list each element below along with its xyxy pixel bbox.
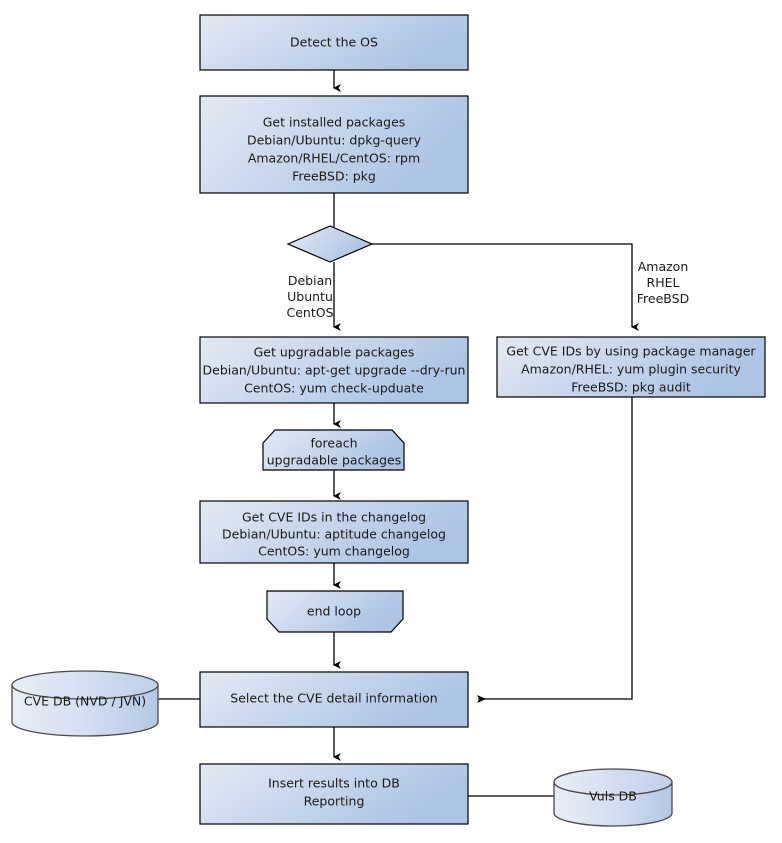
detect-os-label: Detect the OS bbox=[290, 35, 378, 50]
get-cve-ids-changelog-line-2: Debian/Ubuntu: aptitude changelog bbox=[222, 527, 446, 542]
node-get-cve-ids-pkg-manager[interactable]: Get CVE IDs by using package manager Ama… bbox=[496, 336, 766, 398]
get-installed-packages-line-2: Debian/Ubuntu: dpkg-query bbox=[247, 133, 422, 148]
get-cve-ids-pkg-manager-line-3: FreeBSD: pkg audit bbox=[571, 380, 691, 395]
foreach-loop-start-line-2: upgradable packages bbox=[267, 453, 402, 468]
detect-os-box bbox=[199, 14, 469, 71]
end-loop-label: end loop bbox=[307, 604, 361, 619]
node-detect-os[interactable]: Detect the OS bbox=[199, 14, 469, 71]
get-cve-ids-pkg-manager-line-2: Amazon/RHEL: yum plugin security bbox=[521, 362, 741, 377]
foreach-loop-start-shape bbox=[262, 429, 405, 471]
select-cve-detail-box bbox=[199, 671, 469, 728]
get-upgradable-packages-line-1: Get upgradable packages bbox=[254, 345, 415, 360]
connector-decision-right-branch bbox=[372, 243, 639, 331]
vuls-db-label: Vuls DB bbox=[589, 789, 637, 804]
node-select-cve-detail[interactable]: Select the CVE detail information bbox=[199, 671, 469, 728]
node-get-installed-packages[interactable]: Get installed packages Debian/Ubuntu: dp… bbox=[199, 95, 469, 194]
get-cve-ids-changelog-line-3: CentOS: yum changelog bbox=[258, 544, 410, 559]
foreach-loop-start-line-1: foreach bbox=[310, 436, 357, 451]
node-os-decision[interactable] bbox=[286, 225, 374, 263]
left-branch-line-3: CentOS bbox=[286, 305, 333, 320]
node-get-cve-ids-changelog[interactable]: Get CVE IDs in the changelog Debian/Ubun… bbox=[199, 500, 469, 564]
get-cve-ids-pkg-manager-line-1: Get CVE IDs by using package manager bbox=[506, 344, 756, 359]
os-decision-diamond bbox=[286, 225, 374, 263]
get-installed-packages-line-4: FreeBSD: pkg bbox=[292, 169, 376, 184]
node-insert-results[interactable]: Insert results into DB Reporting bbox=[199, 763, 469, 825]
cve-db-cylinder-top bbox=[11, 670, 159, 700]
cve-db-label: CVE DB (NVD / JVN) bbox=[24, 694, 146, 709]
get-installed-packages-line-3: Amazon/RHEL/CentOS: rpm bbox=[248, 151, 420, 166]
node-vuls-db[interactable]: Vuls DB bbox=[553, 768, 673, 827]
edge-label-left-branch: Debian Ubuntu CentOS bbox=[286, 273, 333, 320]
select-cve-detail-label: Select the CVE detail information bbox=[230, 691, 437, 706]
node-get-upgradable-packages[interactable]: Get upgradable packages Debian/Ubuntu: a… bbox=[199, 336, 469, 404]
connector-pkg-manager-to-select-cve bbox=[477, 397, 633, 703]
end-loop-shape bbox=[266, 590, 404, 633]
node-cve-db[interactable]: CVE DB (NVD / JVN) bbox=[11, 670, 159, 737]
get-cve-ids-changelog-box bbox=[199, 500, 469, 564]
get-upgradable-packages-box bbox=[199, 336, 469, 404]
right-branch-line-3: FreeBSD bbox=[637, 291, 689, 306]
left-branch-line-1: Debian bbox=[288, 273, 332, 288]
get-cve-ids-pkg-manager-box bbox=[496, 336, 766, 398]
right-branch-line-2: RHEL bbox=[647, 275, 680, 290]
node-end-loop[interactable]: end loop bbox=[266, 590, 404, 633]
left-branch-line-2: Ubuntu bbox=[287, 289, 333, 304]
node-foreach-loop-start[interactable]: foreach upgradable packages bbox=[262, 429, 405, 471]
get-installed-packages-box bbox=[199, 95, 469, 194]
edge-label-right-branch: Amazon RHEL FreeBSD bbox=[637, 259, 689, 306]
get-installed-packages-line-1: Get installed packages bbox=[263, 115, 406, 130]
insert-results-line-1: Insert results into DB bbox=[268, 776, 400, 791]
get-upgradable-packages-line-3: CentOS: yum check-upduate bbox=[244, 381, 424, 396]
right-branch-line-1: Amazon bbox=[638, 259, 689, 274]
get-cve-ids-changelog-line-1: Get CVE IDs in the changelog bbox=[242, 510, 426, 525]
get-upgradable-packages-line-2: Debian/Ubuntu: apt-get upgrade --dry-run bbox=[203, 363, 466, 378]
insert-results-box bbox=[199, 763, 469, 825]
insert-results-line-2: Reporting bbox=[304, 794, 365, 809]
vuls-db-cylinder-top bbox=[553, 768, 673, 796]
